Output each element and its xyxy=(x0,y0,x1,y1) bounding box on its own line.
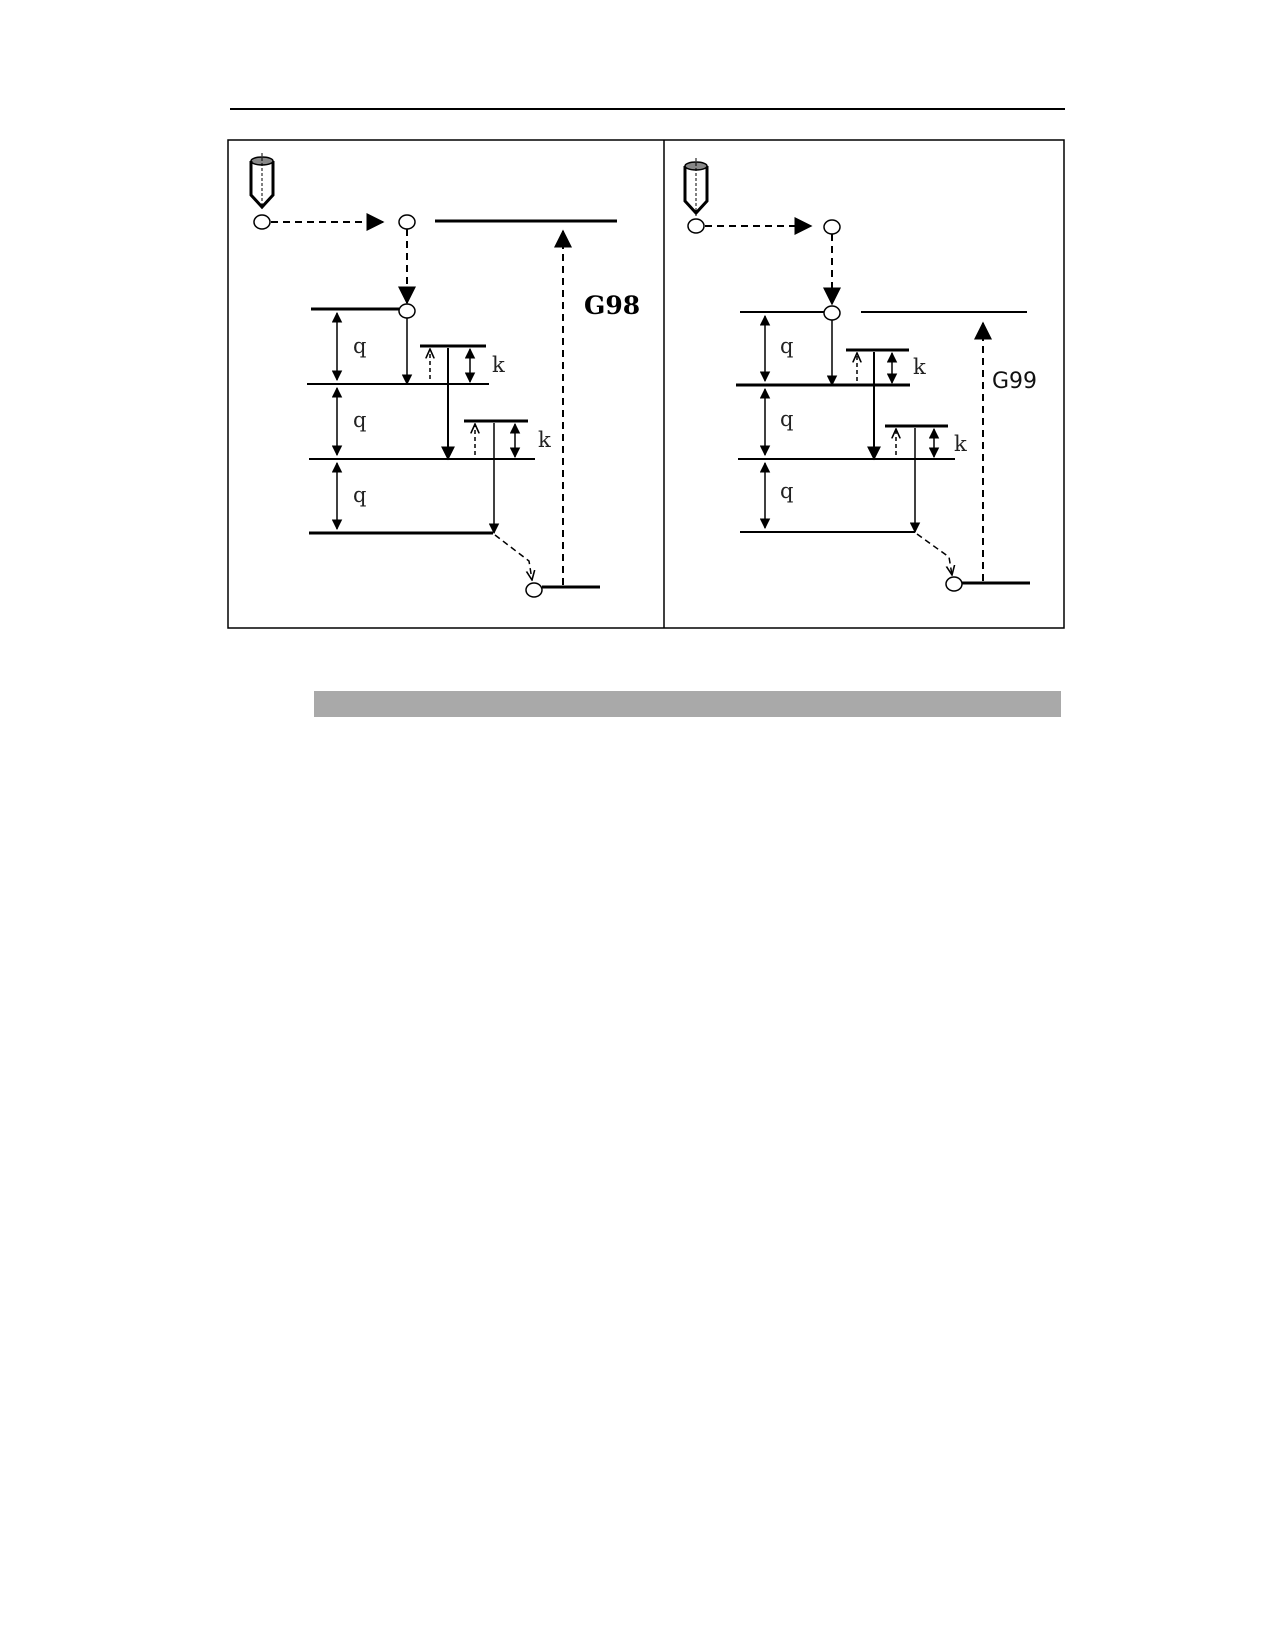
r-point-marker xyxy=(823,305,841,321)
initial-point-marker xyxy=(398,214,416,230)
q-label-3: q xyxy=(353,483,366,507)
k-label-1: k xyxy=(492,353,505,377)
k-label-1: k xyxy=(913,355,926,379)
bottom-point-marker xyxy=(525,582,543,598)
k-label-2: k xyxy=(538,428,551,452)
q-label-1: q xyxy=(353,334,366,358)
exit-dashed-path xyxy=(494,534,532,580)
drill-tool-icon xyxy=(249,153,275,210)
g98-label: G98 xyxy=(584,291,640,320)
header-rule xyxy=(230,108,1065,110)
bottom-point-marker xyxy=(945,576,963,592)
initial-point-marker xyxy=(823,219,841,235)
r-point-marker xyxy=(398,303,416,319)
k-label-2: k xyxy=(954,432,967,456)
gray-bar xyxy=(314,691,1061,717)
start-point-marker xyxy=(253,214,271,230)
q-label-2: q xyxy=(353,408,366,432)
drill-tool-icon xyxy=(683,158,709,217)
g99-label: G99 xyxy=(992,369,1037,394)
q-label-1: q xyxy=(780,334,793,358)
left-panel: q q q k k G98 xyxy=(249,153,640,598)
right-panel: q q q k k G99 xyxy=(683,158,1037,592)
q-label-2: q xyxy=(780,407,793,431)
exit-dashed-path xyxy=(916,533,952,575)
start-point-marker xyxy=(687,218,705,234)
figure-frame xyxy=(227,139,1065,629)
peck-drilling-cycle-figure: q q q k k G98 xyxy=(227,139,1065,629)
q-label-3: q xyxy=(780,479,793,503)
